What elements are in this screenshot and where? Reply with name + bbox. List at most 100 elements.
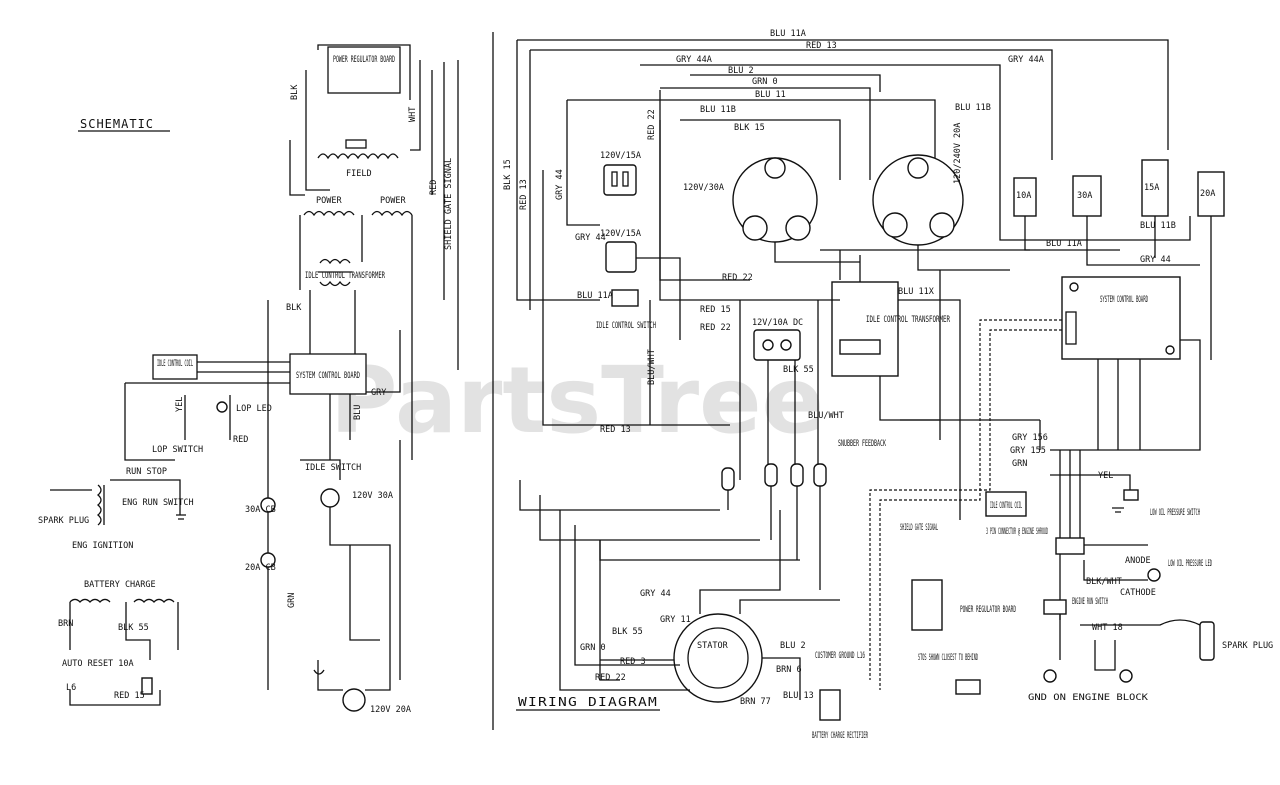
schematic-red15-label: RED 15 — [114, 691, 145, 701]
wiring-wire — [559, 510, 690, 691]
schematic-switch — [313, 669, 325, 675]
wiring-receptacle-120v-15a-b — [605, 241, 637, 273]
wiring-wire — [879, 376, 940, 421]
schematic-wire — [124, 383, 175, 461]
wiring-scb-label: SYSTEM CONTROL BOARD — [1100, 295, 1148, 305]
wiring-wire — [519, 480, 720, 511]
schematic-idle-switch-label: IDLE SWITCH — [305, 463, 361, 473]
schematic-wire — [329, 507, 391, 691]
wiring-wire — [727, 486, 821, 590]
wiring-label: GRY 44 — [575, 233, 606, 243]
wiring-label: GRN 0 — [752, 77, 778, 87]
schematic-ground — [176, 514, 186, 520]
schematic-run-stop-label: RUN STOP — [126, 467, 167, 477]
schematic-wire — [300, 459, 341, 480]
wiring-label: WHT 18 — [1092, 623, 1123, 633]
wiring-label: 15A — [1144, 183, 1159, 193]
wiring-terminal — [882, 212, 908, 238]
wiring-label: BLU 13 — [783, 691, 814, 701]
wiring-lop-led-label: LOW OIL PRESSURE LED — [1168, 559, 1212, 569]
schematic-wire-label: RED — [429, 180, 439, 195]
wiring-label: BLU 2 — [780, 641, 806, 651]
wiring-stator-label: STATOR — [697, 641, 729, 651]
wiring-power-reg-label: POWER REGULATOR BOARD — [960, 605, 1016, 615]
wiring-breaker-20a — [1197, 171, 1225, 217]
wiring-label: BLK 55 — [783, 365, 814, 375]
schematic-field-label: FIELD — [346, 169, 372, 179]
wiring-label: BLU 11A — [577, 291, 613, 301]
schematic-lop-switch-label: LOP SWITCH — [152, 445, 203, 455]
wiring-shield-gate-label: SHIELD GATE SIGNAL — [900, 523, 938, 533]
schematic-power-reg-label: POWER REGULATOR BOARD — [333, 55, 395, 65]
schematic-wire — [305, 70, 330, 191]
wiring-title: WIRING DIAGRAM — [518, 695, 658, 709]
wiring-wire — [530, 49, 1053, 160]
wiring-label: GRN 0 — [580, 643, 606, 653]
wiring-wire — [539, 495, 760, 541]
wiring-idle-coil-label: IDLE CONTROL COIL — [990, 501, 1022, 511]
wiring-wire — [762, 657, 801, 700]
schematic-cb-30a-label: 30A CB — [245, 505, 276, 515]
wiring-label: BLU 11B — [1140, 221, 1176, 231]
wiring-stator-note: STOS SHOWN CLOSEST TO BEHIND — [918, 653, 978, 663]
schematic-field-resistor — [345, 139, 367, 149]
schematic-power-regulator-board — [327, 46, 401, 94]
wiring-label: BLU 11A — [1046, 239, 1082, 249]
wiring-wire — [636, 257, 681, 340]
wiring-wire — [1050, 339, 1201, 451]
wiring-label: BLK 15 — [503, 159, 513, 190]
wiring-wire — [599, 540, 674, 681]
schematic-system-control-board — [289, 353, 367, 395]
schematic-title: SCHEMATIC — [80, 117, 154, 131]
wiring-label: GRY 155 — [1010, 446, 1046, 456]
wiring-wire — [1059, 450, 1081, 538]
wiring-receptacle-slot — [622, 171, 629, 187]
wiring-idle-control-coil — [985, 491, 1027, 517]
wiring-rectifier-label: BATTERY CHARGE RECTIFIER — [812, 731, 868, 741]
wiring-wire — [917, 245, 1010, 271]
wiring-terminal — [907, 157, 929, 179]
wiring-terminal — [780, 339, 792, 351]
wiring-label: BLK 55 — [612, 627, 643, 637]
wiring-wire — [1050, 474, 1131, 495]
schematic-l6-label: L6 — [66, 683, 76, 693]
schematic-yel-label: YEL — [175, 397, 185, 412]
wiring-wire — [542, 170, 730, 426]
wiring-fuse — [813, 463, 827, 487]
wiring-wire — [599, 540, 800, 561]
wiring-idle-switch-label: IDLE CONTROL SWITCH — [596, 321, 656, 331]
wiring-wire — [1086, 216, 1200, 266]
wiring-label: CATHODE — [1120, 588, 1156, 598]
wiring-snubber-label: SNUBBER FEEDBACK — [838, 439, 887, 449]
wiring-label: RED 22 — [647, 109, 657, 140]
wiring-wire — [660, 87, 871, 180]
wiring-label: RED 3 — [620, 657, 646, 667]
schematic-lop-led — [216, 401, 228, 413]
wiring-battery-rectifier — [819, 689, 841, 721]
wiring-label: RED 22 — [700, 323, 731, 333]
wiring-label: RED 22 — [722, 273, 753, 283]
schematic-wire — [317, 44, 411, 100]
schematic-receptacle-30a-label: 120V 30A — [352, 491, 393, 501]
schematic-wire — [69, 690, 161, 706]
wiring-label: ANODE — [1125, 556, 1151, 566]
watermark: PartsTree — [330, 347, 824, 454]
wiring-idle-control-transformer — [831, 281, 899, 377]
wiring-terminal — [762, 339, 774, 351]
wiring-wire — [1083, 544, 1148, 581]
schematic-power-coil-1 — [303, 210, 355, 217]
wiring-receptacle-120v-15a — [603, 164, 637, 196]
schematic-power-coil-2 — [371, 210, 413, 217]
schematic-eng-run-switch-label: ENG RUN SWITCH — [122, 498, 194, 508]
wiring-label: 120V/15A — [600, 229, 641, 239]
schematic-shield-gate-label: SHIELD GATE SIGNAL — [444, 158, 454, 250]
wiring-label: RED 13 — [600, 425, 631, 435]
wiring-label: GRY 11 — [660, 615, 691, 625]
wiring-wire — [774, 242, 860, 263]
wiring-wire — [690, 74, 881, 92]
schematic-power-label-1: POWER — [316, 196, 342, 206]
wiring-ground — [1112, 507, 1124, 513]
wiring-label: GRY 44 — [555, 169, 565, 200]
wiring-label: 30A — [1077, 191, 1092, 201]
schematic-idle-coil-label: IDLE CONTROL COIL — [157, 359, 193, 369]
